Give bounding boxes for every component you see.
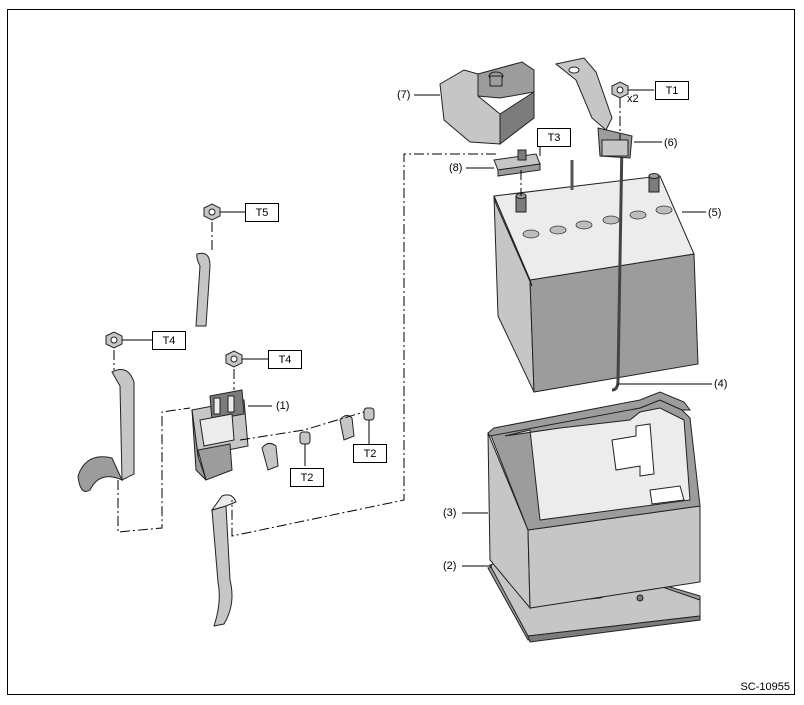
callout-6: (6) <box>664 137 678 149</box>
terminal-cover <box>439 61 535 146</box>
callout-2: (2) <box>443 560 457 572</box>
callout-1: (1) <box>276 400 290 412</box>
torque-tag-t4-mid: T4 <box>268 350 302 369</box>
torque-tag-t3: T3 <box>537 128 571 147</box>
torque-tag-t5: T5 <box>245 203 279 222</box>
callout-7: (7) <box>397 89 411 101</box>
quantity-note: x2 <box>627 93 639 105</box>
diagram-frame <box>7 9 795 695</box>
nut-t4-left <box>105 331 123 349</box>
torque-tag-t4-left: T4 <box>152 331 186 350</box>
assembly-lines <box>113 98 621 537</box>
callout-4: (4) <box>714 378 728 390</box>
figure-reference: SC-10955 <box>740 681 790 693</box>
nut-t2-left <box>299 431 311 445</box>
fuse-block <box>191 389 249 481</box>
nut-t5 <box>203 203 221 221</box>
leader-lines <box>122 89 712 567</box>
battery-clamp <box>554 57 633 159</box>
battery-holder <box>487 391 701 610</box>
battery-terminal <box>493 149 541 177</box>
callout-8: (8) <box>449 162 463 174</box>
nut-t2-right <box>363 407 375 421</box>
lower-harness <box>210 494 237 627</box>
callout-5: (5) <box>708 207 722 219</box>
battery <box>493 160 699 393</box>
torque-tag-t2-left: T2 <box>290 468 324 487</box>
torque-tag-t1: T1 <box>655 81 689 100</box>
positive-harness-upper <box>195 252 211 327</box>
nut-t4-mid <box>225 350 243 368</box>
torque-tag-t2-right: T2 <box>353 444 387 463</box>
battery-rod <box>611 139 624 392</box>
nut-t1 <box>611 81 629 99</box>
small-brackets <box>261 414 355 471</box>
ground-harness-left <box>77 369 135 492</box>
callout-3: (3) <box>443 507 457 519</box>
